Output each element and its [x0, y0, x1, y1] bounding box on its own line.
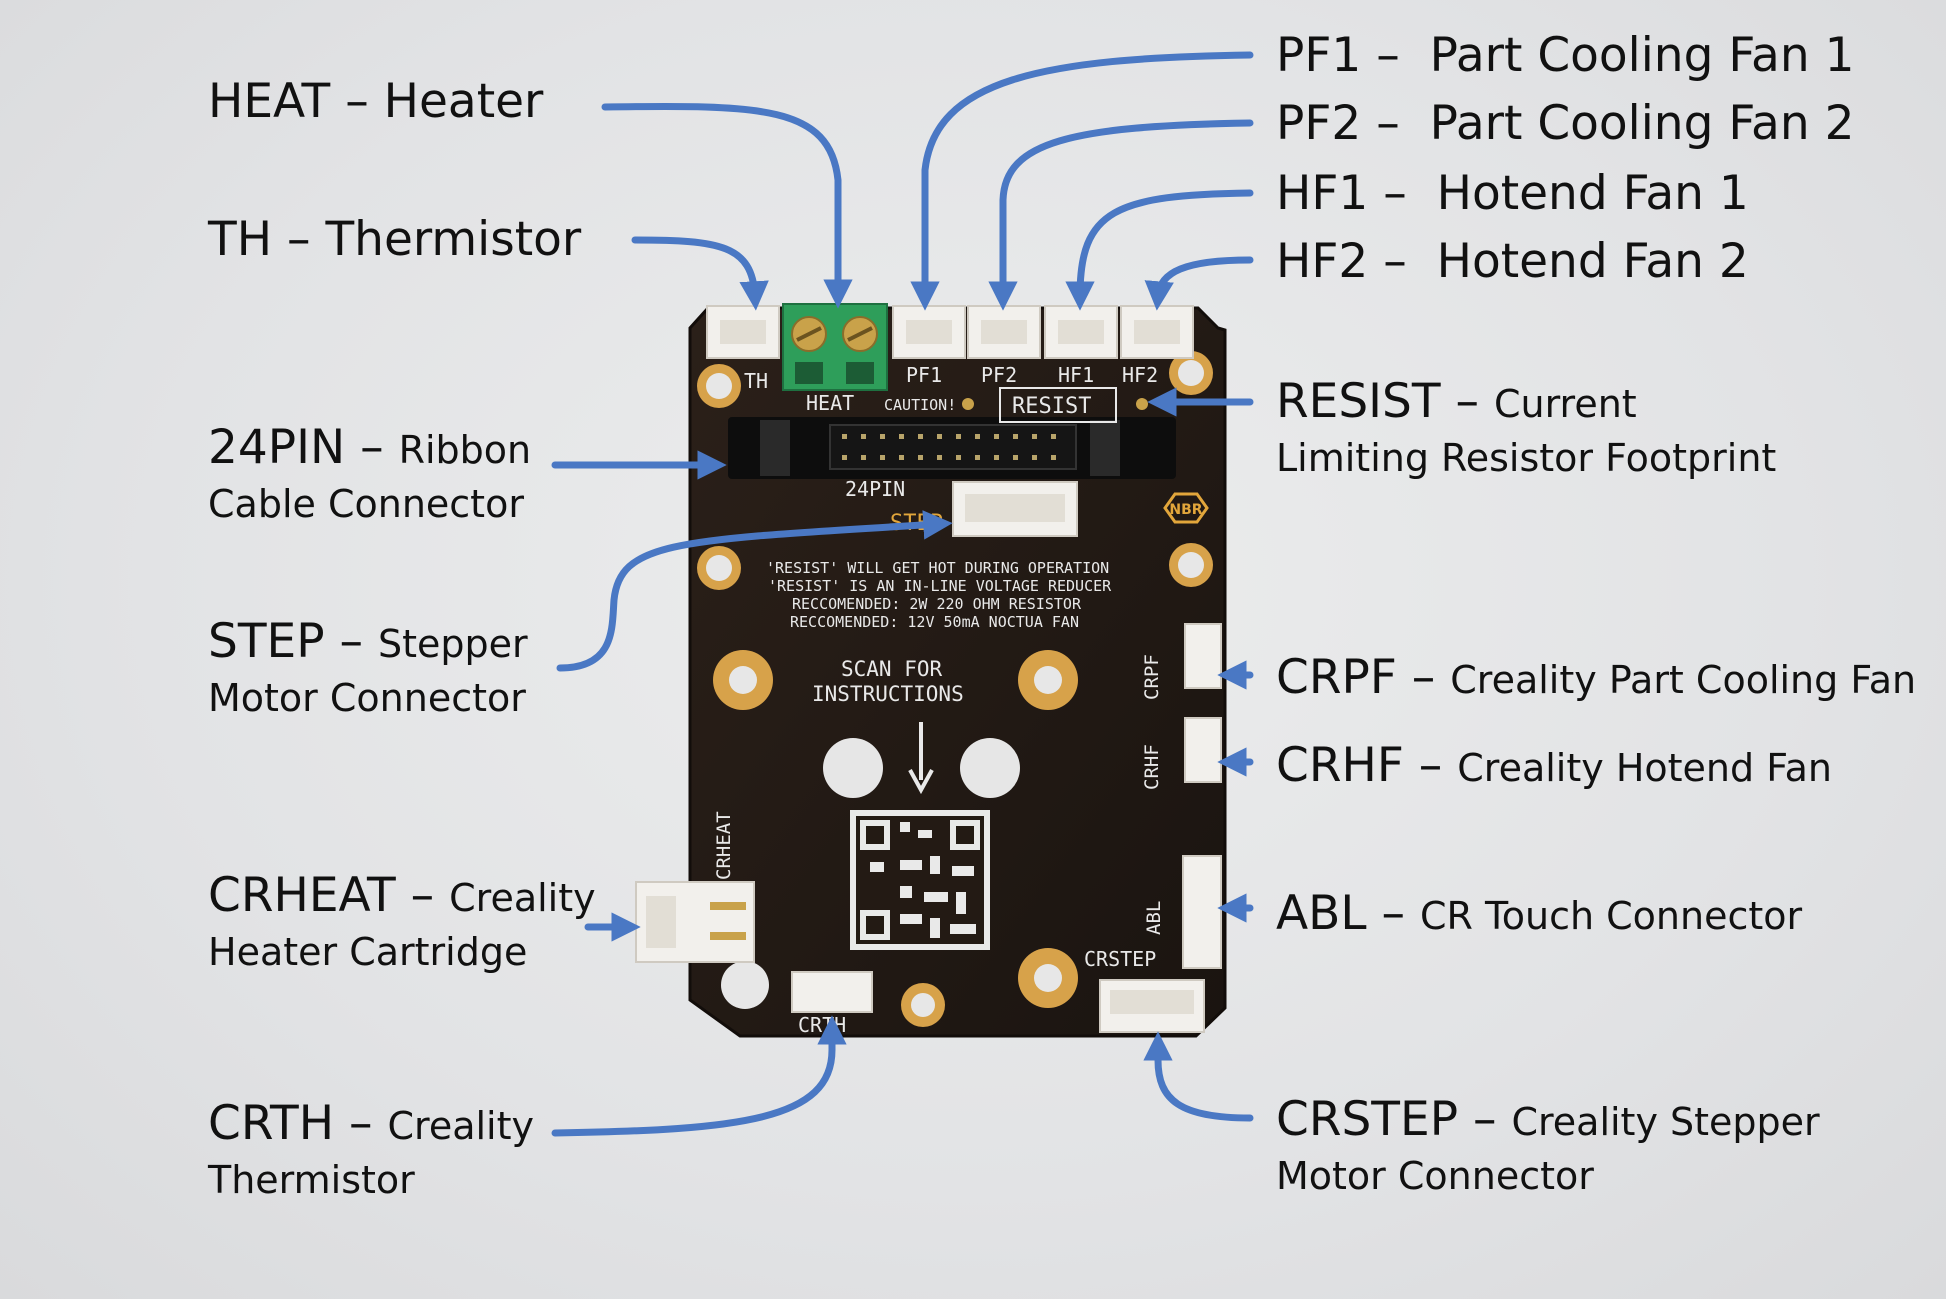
connector-hf2: [1120, 305, 1194, 359]
silk-hf2: HF2: [1122, 363, 1158, 387]
silk-abl: ABL: [1143, 901, 1165, 935]
connector-crhf: [1184, 717, 1222, 783]
connector-crth: [791, 971, 873, 1013]
connector-step: [952, 481, 1078, 537]
arrow-step: [556, 510, 953, 672]
connector-pf2: [967, 305, 1041, 359]
mounting-hole: [721, 961, 769, 1009]
silk-pf2: PF2: [981, 363, 1017, 387]
connector-pf1: [892, 305, 966, 359]
label-hf2: HF2 – Hotend Fan 2: [1276, 234, 1749, 289]
label-pf1: PF1 – Part Cooling Fan 1: [1276, 28, 1855, 83]
silk-crstep: CRSTEP: [1084, 947, 1156, 971]
arrow-pf1: [910, 51, 1254, 311]
connector-crstep: [1099, 979, 1205, 1033]
silk-scan-2: INSTRUCTIONS: [812, 682, 964, 706]
label-crstep: CRSTEP – Creality Stepper Motor Connecto…: [1276, 1092, 1820, 1198]
label-pf2: PF2 – Part Cooling Fan 2: [1276, 96, 1855, 151]
silk-pf1: PF1: [906, 363, 942, 387]
silk-crhf: CRHF: [1141, 744, 1163, 790]
arrow-crth: [551, 1015, 847, 1137]
silk-note-2: 'RESIST' IS AN IN-LINE VOLTAGE REDUCER: [768, 577, 1112, 595]
silk-note-1: 'RESIST' WILL GET HOT DURING OPERATION: [766, 559, 1109, 577]
silk-note-3: RECCOMENDED: 2W 220 OHM RESISTOR: [792, 595, 1082, 613]
silk-heat: HEAT: [806, 391, 854, 415]
label-heat: HEAT – Heater: [208, 74, 544, 129]
ribbon-connector-24pin: [728, 417, 1176, 479]
silk-scan-1: SCAN FOR: [841, 657, 943, 681]
board-cutout: [823, 738, 883, 798]
arrow-crstep: [1143, 1031, 1254, 1122]
arrow-hf1: [1065, 189, 1254, 311]
arrow-th: [631, 236, 769, 311]
connector-crheat: [635, 881, 755, 963]
silk-resist: RESIST: [1012, 394, 1091, 419]
silk-crheat: CRHEAT: [713, 811, 735, 880]
label-th: TH – Thermistor: [208, 212, 582, 267]
arrow-hf2: [1144, 256, 1254, 311]
qr-code: [850, 810, 990, 950]
connector-heat-terminal: [782, 303, 888, 391]
connector-th: [706, 305, 780, 359]
label-abl: ABL – CR Touch Connector: [1276, 886, 1803, 941]
silk-hf1: HF1: [1058, 363, 1094, 387]
label-step: STEP – Stepper Motor Connector: [208, 614, 528, 720]
label-crpf: CRPF – Creality Part Cooling Fan: [1276, 650, 1917, 705]
callout-arrows: [551, 51, 1254, 1137]
connector-crpf: [1184, 623, 1222, 689]
board-cutout: [960, 738, 1020, 798]
label-crhf: CRHF – Creality Hotend Fan: [1276, 738, 1832, 793]
connector-abl: [1182, 855, 1222, 969]
silk-24pin: 24PIN: [845, 477, 905, 501]
label-24pin: 24PIN – Ribbon Cable Connector: [208, 420, 532, 526]
label-crheat: CRHEAT – Creality Heater Cartridge: [208, 868, 596, 974]
label-crth: CRTH – Creality Thermistor: [208, 1096, 534, 1202]
connector-hf1: [1044, 305, 1118, 359]
arrow-heat: [601, 103, 853, 309]
silk-th: TH: [744, 369, 768, 393]
silk-note-4: RECCOMENDED: 12V 50mA NOCTUA FAN: [790, 613, 1079, 631]
nbr-logo: NBR: [1163, 492, 1209, 524]
arrow-pf2: [988, 119, 1254, 311]
label-hf1: HF1 – Hotend Fan 1: [1276, 166, 1749, 221]
svg-text:NBR: NBR: [1169, 502, 1202, 518]
label-resist: RESIST – Current Limiting Resistor Footp…: [1276, 374, 1777, 480]
silk-caution: CAUTION!: [884, 396, 956, 414]
silk-crpf: CRPF: [1141, 654, 1163, 700]
resist-footprint: [999, 387, 1117, 423]
pcb-board: NBR: [635, 303, 1227, 1038]
silk-crth: CRTH: [798, 1013, 846, 1037]
